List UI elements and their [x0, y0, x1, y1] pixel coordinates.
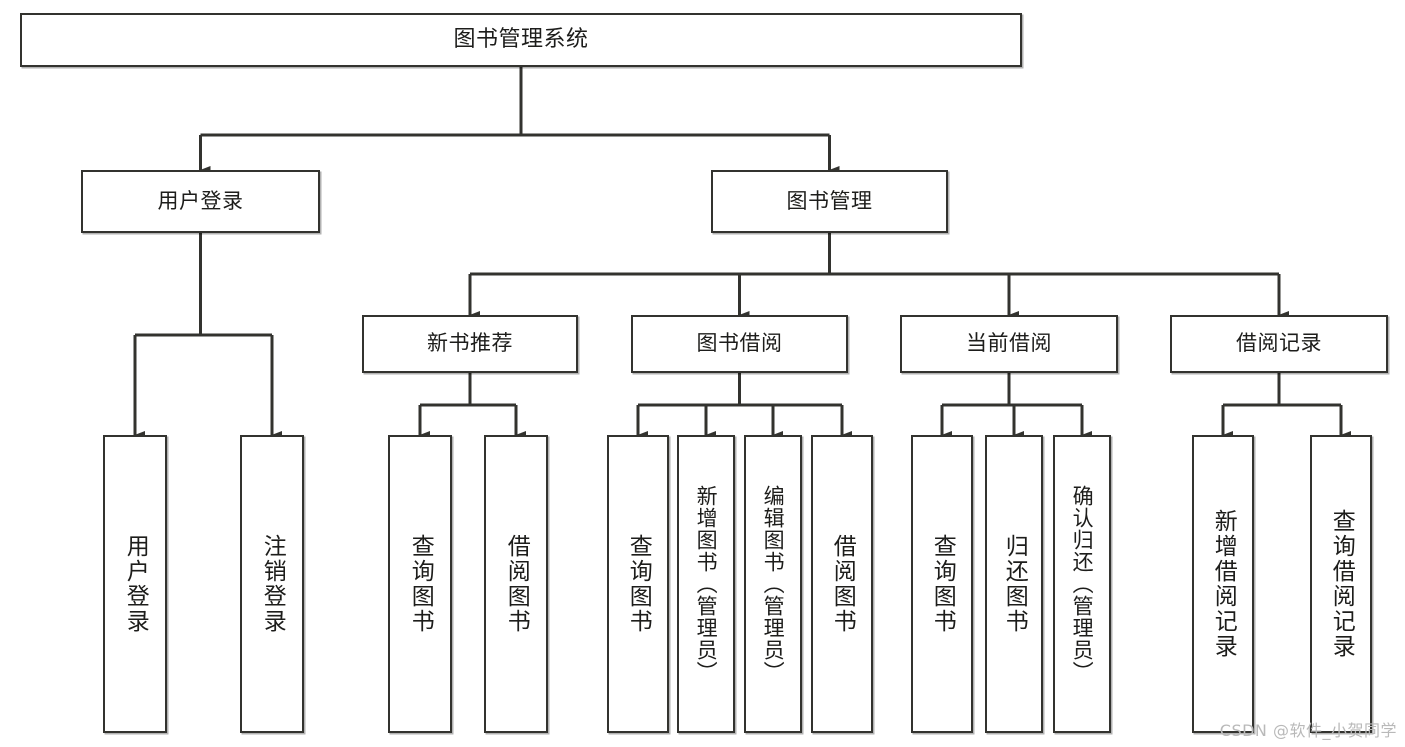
node-current-borrow-label: 当前借阅: [966, 331, 1052, 356]
node-book-borrow[interactable]: 图书借阅: [631, 315, 848, 373]
leaf-user-login-label: 用户登录: [122, 534, 149, 634]
csdn-watermark: CSDN @软件_小贺同学: [1219, 721, 1397, 740]
node-current-borrow[interactable]: 当前借阅: [900, 315, 1118, 373]
node-root-label: 图书管理系统: [453, 26, 589, 52]
node-book-manage[interactable]: 图书管理: [711, 170, 948, 233]
node-user-login-label: 用户登录: [157, 188, 244, 213]
node-new-book-rec[interactable]: 新书推荐: [362, 315, 578, 373]
leaf-cur-query-book[interactable]: 查询图书: [911, 435, 973, 733]
node-new-book-rec-label: 新书推荐: [427, 331, 513, 356]
leaf-borrow-edit-book-label: 编辑图书（管理员）: [761, 485, 786, 683]
leaf-cur-return-book[interactable]: 归还图书: [985, 435, 1043, 733]
leaf-rec-borrow-book-label: 借阅图书: [503, 534, 530, 634]
node-book-manage-label: 图书管理: [786, 188, 873, 213]
leaf-borrow-lend-book-label: 借阅图书: [829, 534, 856, 634]
leaf-borrow-query-book-label: 查询图书: [625, 534, 652, 634]
leaf-borrow-add-book[interactable]: 新增图书（管理员）: [677, 435, 735, 733]
node-root[interactable]: 图书管理系统: [20, 13, 1022, 67]
leaf-user-login[interactable]: 用户登录: [103, 435, 167, 733]
node-user-login[interactable]: 用户登录: [81, 170, 320, 233]
leaf-user-logout[interactable]: 注销登录: [240, 435, 304, 733]
leaf-rec-borrow-book[interactable]: 借阅图书: [484, 435, 548, 733]
leaf-rec-query-record[interactable]: 查询借阅记录: [1310, 435, 1372, 733]
leaf-cur-confirm-return-label: 确认归还（管理员）: [1070, 485, 1095, 683]
leaf-borrow-add-book-label: 新增图书（管理员）: [694, 485, 719, 683]
leaf-user-logout-label: 注销登录: [259, 534, 286, 634]
leaf-borrow-edit-book[interactable]: 编辑图书（管理员）: [744, 435, 802, 733]
node-borrow-record[interactable]: 借阅记录: [1170, 315, 1388, 373]
leaf-rec-add-record[interactable]: 新增借阅记录: [1192, 435, 1254, 733]
leaf-borrow-query-book[interactable]: 查询图书: [607, 435, 669, 733]
leaf-borrow-lend-book[interactable]: 借阅图书: [811, 435, 873, 733]
leaf-cur-confirm-return[interactable]: 确认归还（管理员）: [1053, 435, 1111, 733]
leaf-rec-add-record-label: 新增借阅记录: [1210, 509, 1237, 659]
node-borrow-record-label: 借阅记录: [1236, 331, 1322, 356]
leaf-rec-query-record-label: 查询借阅记录: [1328, 509, 1355, 659]
leaf-rec-query-book-label: 查询图书: [407, 534, 434, 634]
leaf-rec-query-book[interactable]: 查询图书: [388, 435, 452, 733]
leaf-cur-return-book-label: 归还图书: [1001, 534, 1028, 634]
node-book-borrow-label: 图书借阅: [696, 331, 783, 356]
leaf-cur-query-book-label: 查询图书: [929, 534, 956, 634]
